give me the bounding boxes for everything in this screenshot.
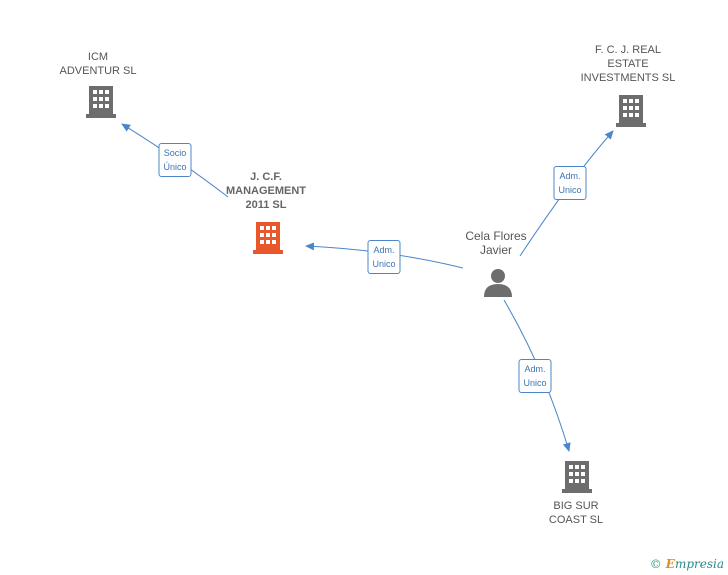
edge-label-socio-unico: Socio Único [158,143,192,177]
node-label-line: Cela Flores [465,229,527,243]
edge-label-adm-unico: Adm. Unico [518,359,552,393]
edge-label-line: Adm. [559,171,581,181]
node-label-line: F. C. J. REAL [594,44,662,56]
node-label-line: BIG SUR [553,500,599,512]
edge-label-line: Socio [163,148,187,158]
edge-label-line: Unico [558,185,582,195]
edge-label-adm-unico: Adm. Unico [553,166,587,200]
building-icon[interactable] [616,95,646,127]
person-icon[interactable] [484,269,512,297]
node-label-line: ICM [87,51,109,63]
edge-label-line: Adm. [524,364,546,374]
building-icon[interactable] [86,86,116,118]
node-label-icm[interactable]: ICM ADVENTUR SL [59,50,136,78]
brand-name: mpresia [674,557,724,571]
node-label-bigsur[interactable]: BIG SUR COAST SL [549,499,603,527]
brand-initial: E [665,557,675,571]
copyright-icon: © [649,557,662,571]
node-label-jcf[interactable]: J. C.F. MANAGEMENT 2011 SL [226,170,306,212]
node-label-fcj[interactable]: F. C. J. REAL ESTATE INVESTMENTS SL [581,43,676,85]
node-label-line: COAST SL [548,514,604,526]
node-label-line: MANAGEMENT [225,185,307,197]
edge-label-line: Unico [372,259,396,269]
node-label-line: Javier [479,243,513,257]
edge-label-adm-unico: Adm. Unico [367,240,401,274]
building-icon-main[interactable] [253,222,283,254]
node-label-line: ESTATE [607,58,649,70]
brand-footer: ©Empresia [650,557,724,571]
node-label-line: J. C.F. [250,171,282,183]
node-label-line: 2011 SL [245,199,287,211]
edge-label-line: Único [163,162,187,172]
node-label-line: INVESTMENTS SL [580,72,676,84]
building-icon[interactable] [562,461,592,493]
edge-label-line: Unico [523,378,547,388]
node-label-line: ADVENTUR SL [59,65,137,77]
node-label-person[interactable]: Cela Flores Javier [465,229,526,257]
edge-label-line: Adm. [373,245,395,255]
